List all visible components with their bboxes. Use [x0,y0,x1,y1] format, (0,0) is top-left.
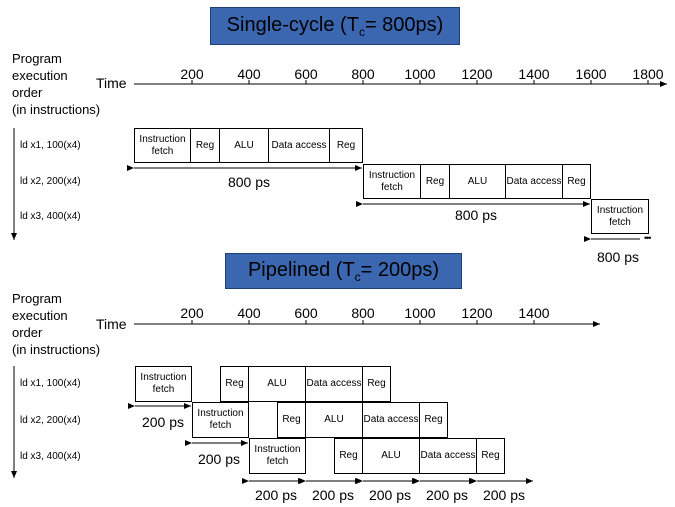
single-tick-1200: 1200 [461,66,493,82]
single-ellipsis: ••• [644,233,652,243]
pipelined-duration-5: 200 ps [368,487,412,503]
pipelined-i3-reg-write: Reg [476,438,505,474]
single-tick-400: 400 [237,66,261,82]
pipelined-duration-2: 200 ps [197,451,241,467]
pipelined-title-rest: = 200ps) [360,259,440,281]
single-time-label: Time [96,75,127,91]
pipelined-title: Pipelined (Tc= 200ps) [225,253,462,289]
single-i2-reg-write: Reg [562,164,591,199]
pipelined-i2-reg-read: Reg [277,402,306,438]
single-i1-instruction-fetch: Instruction fetch [134,128,191,163]
single-duration-arrows [127,165,640,242]
pipelined-i1-reg-read: Reg [220,366,249,402]
single-tick-800: 800 [351,66,375,82]
single-tick-1800: 1800 [632,66,664,82]
pipelined-time-axis [134,320,600,327]
pipelined-i3-instruction-fetch: Instruction fetch [249,438,306,474]
pipelined-tick-1400: 1400 [518,305,550,321]
pipelined-title-main: Pipelined (T [247,259,355,281]
pipelined-axis-line-2: execution [12,308,68,323]
single-axis-line-1: Program [12,51,62,66]
pipelined-duration-4: 200 ps [311,487,355,503]
single-i2-instruction-fetch: Instruction fetch [363,164,421,199]
single-axis-label: Program execution order (in instructions… [12,50,100,118]
pipelined-duration-1: 200 ps [141,414,185,430]
single-title-sub: c [358,25,365,39]
pipelined-tick-400: 400 [237,305,261,321]
single-i1-data-access: Data access [268,128,330,163]
pipelined-title-sub: c [354,270,361,284]
single-tick-200: 200 [180,66,204,82]
pipelined-duration-7: 200 ps [482,487,526,503]
pipelined-tick-200: 200 [180,305,204,321]
single-i2-reg-read: Reg [420,164,450,199]
pipelined-i1-alu: ALU [248,366,306,402]
pipelined-time-label: Time [96,316,127,332]
single-i3-instruction-fetch: Instruction fetch [591,199,649,234]
single-axis-line-3: order [12,85,43,100]
pipelined-axis-line-3: order [12,325,43,340]
single-duration-1: 800 ps [227,174,271,190]
pipelined-axis-line-4: (in instructions) [12,342,101,357]
pipelined-i1-reg-write: Reg [362,366,391,402]
pipelined-tick-600: 600 [294,305,318,321]
pipelined-duration-3: 200 ps [254,487,298,503]
pipelined-i2-data-access: Data access [362,402,420,438]
pipelined-i2-reg-write: Reg [419,402,448,438]
single-axis-line-2: execution [12,68,68,83]
single-axis-line-4: (in instructions) [12,102,101,117]
single-time-axis [134,80,667,87]
pipelined-duration-arrows [128,403,533,484]
pipelined-i1-data-access: Data access [305,366,363,402]
pipelined-i2-alu: ALU [305,402,363,438]
single-i1-alu: ALU [219,128,269,163]
pipelined-i1-instruction-fetch: Instruction fetch [135,366,192,402]
pipelined-i2-instruction-fetch: Instruction fetch [192,402,249,438]
pipelined-axis-label: Program execution order (in instructions… [12,290,100,358]
pipelined-i3-reg-read: Reg [334,438,363,474]
single-instr-3: ld x3, 400(x4) [20,211,81,222]
pipelined-tick-1200: 1200 [461,305,493,321]
single-i2-alu: ALU [449,164,506,199]
single-tick-1000: 1000 [404,66,436,82]
single-duration-2: 800 ps [454,207,498,223]
single-tick-1600: 1600 [575,66,607,82]
single-i2-data-access: Data access [505,164,563,199]
single-instr-2: ld x2, 200(x4) [20,176,81,187]
pipelined-axis-line-1: Program [12,291,62,306]
single-cycle-title: Single-cycle (Tc= 800ps) [210,7,460,45]
single-title-main: Single-cycle (T [226,14,359,36]
pipelined-duration-6: 200 ps [425,487,469,503]
single-i1-reg-write: Reg [329,128,363,163]
single-title-rest: = 800ps) [364,14,444,36]
pipelined-tick-1000: 1000 [404,305,436,321]
single-tick-1400: 1400 [518,66,550,82]
single-duration-3: 800 ps [596,249,640,265]
pipelined-tick-800: 800 [351,305,375,321]
single-tick-600: 600 [294,66,318,82]
pipelined-instr-3: ld x3, 400(x4) [20,451,81,462]
single-instr-1: ld x1, 100(x4) [20,140,81,151]
pipelined-i3-alu: ALU [362,438,420,474]
pipelined-instr-2: ld x2, 200(x4) [20,415,81,426]
pipelined-instr-1: ld x1, 100(x4) [20,378,81,389]
